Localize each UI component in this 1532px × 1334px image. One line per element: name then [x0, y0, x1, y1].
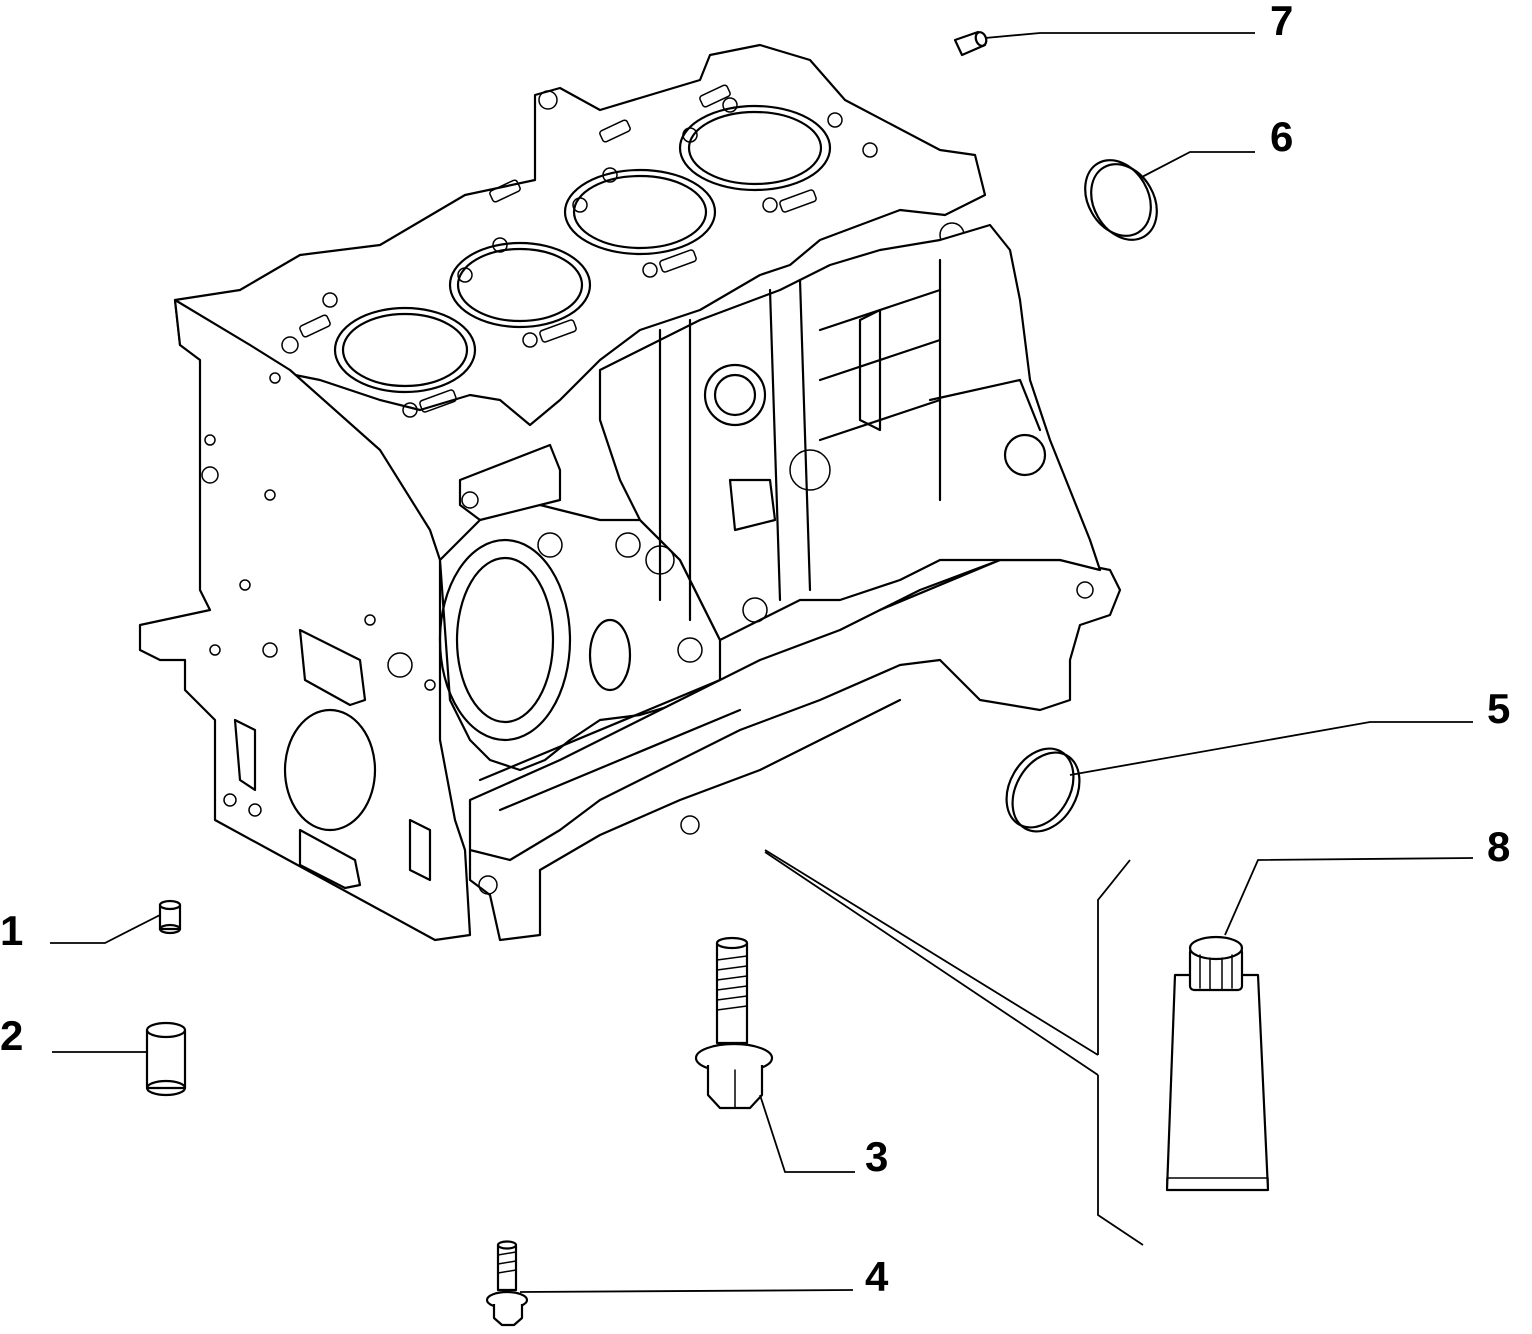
callout-2: 2 — [0, 1012, 24, 1059]
dowel-sleeve-icon — [145, 1021, 187, 1097]
core-plug-icon — [1084, 159, 1158, 241]
core-plug-large-icon — [1005, 747, 1081, 833]
engine-block-icon — [138, 43, 1122, 942]
callout-5: 5 — [1487, 685, 1511, 732]
callout-6: 6 — [1270, 113, 1294, 160]
sealant-tube-icon — [1165, 935, 1270, 1192]
callout-8: 8 — [1487, 823, 1511, 870]
dowel-pin-small-icon — [158, 899, 182, 935]
flange-bolt-long-icon — [694, 936, 774, 1110]
callout-3: 3 — [865, 1133, 889, 1180]
flange-bolt-small-icon — [485, 1240, 529, 1327]
callout-1: 1 — [0, 907, 24, 954]
plug-small-icon — [953, 30, 988, 57]
callout-4: 4 — [865, 1253, 889, 1300]
callout-7: 7 — [1270, 0, 1294, 44]
